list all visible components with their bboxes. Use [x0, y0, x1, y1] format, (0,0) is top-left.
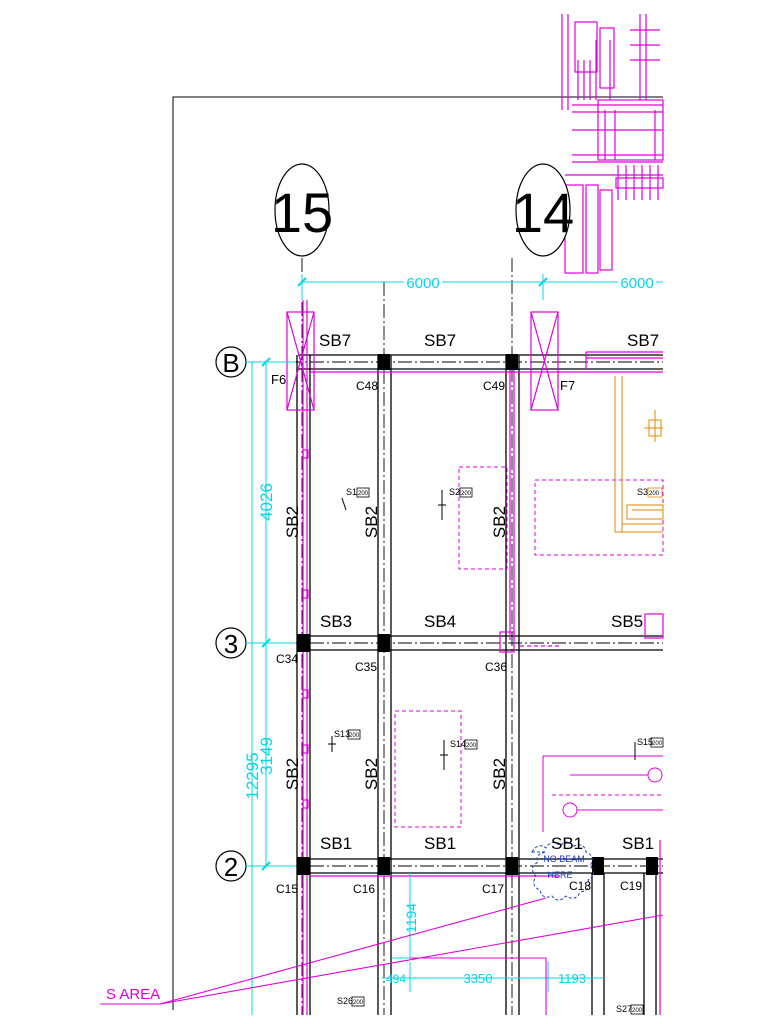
- dim-6000-b: 6000: [620, 275, 653, 292]
- dimension-ticks: [261, 277, 548, 871]
- grid-label-b: B: [222, 348, 239, 378]
- revision-cloud: [531, 841, 594, 901]
- slab-marks: S1 200 S2 200 S3 200 S13 200 S14 200 S15…: [328, 487, 664, 1015]
- grid-label-14: 14: [512, 181, 574, 244]
- col-c15: C15: [276, 882, 298, 896]
- beam-sb2-v1-top: SB2: [283, 506, 302, 538]
- col-c17: C17: [482, 882, 504, 896]
- slab-s27: S27: [616, 1004, 632, 1014]
- column-labels: C48 C49 C34 C35 C36 C15 C16 C17 C18 C19: [276, 379, 642, 896]
- slab-s1-thk: 200: [358, 491, 369, 497]
- col-c18: C18: [569, 879, 591, 893]
- slab-s2-thk: 200: [461, 491, 472, 497]
- slab-s13-thk: 200: [349, 733, 360, 739]
- dim-494: 494: [386, 972, 406, 986]
- slab-s26-thk: 200: [353, 1000, 364, 1006]
- beam-sb7-b: SB7: [424, 331, 456, 350]
- beam-sb3: SB3: [320, 612, 352, 631]
- area-label: S AREA: [106, 986, 160, 1003]
- detail-markers: [542, 755, 663, 832]
- dim-1194: 1194: [403, 903, 419, 933]
- dimension-lines: [246, 274, 663, 1015]
- grid-label-15: 15: [271, 181, 333, 244]
- slab-s3: S3: [637, 487, 648, 497]
- footing-f6: F6: [271, 372, 286, 387]
- dim-12295: 12295: [243, 752, 262, 799]
- cloud-text-1: NO BEAM: [543, 854, 585, 864]
- dim-6000-a: 6000: [406, 275, 439, 292]
- col-c34: C34: [276, 652, 298, 666]
- beam-sb7-c: SB7: [627, 331, 659, 350]
- slab-s13: S13: [334, 729, 350, 739]
- col-c49: C49: [483, 379, 505, 393]
- beam-sb2-v2-bot: SB2: [362, 758, 381, 790]
- dim-3350: 3350: [464, 971, 493, 986]
- area-leader: [100, 897, 664, 1015]
- col-c35: C35: [355, 660, 377, 674]
- beam-sb2-v2-top: SB2: [362, 506, 381, 538]
- slab-s27-thk: 200: [632, 1008, 643, 1014]
- beam-sb1-a: SB1: [320, 834, 352, 853]
- beam-sb7-a: SB7: [319, 331, 351, 350]
- beam-sb4: SB4: [424, 612, 456, 631]
- orange-equipment: [614, 376, 664, 533]
- dim-1193: 1193: [558, 971, 586, 986]
- magenta-overlay: [302, 300, 664, 1015]
- grid-label-3: 3: [224, 629, 238, 659]
- beam-sb1-b: SB1: [424, 834, 456, 853]
- slab-s14-thk: 200: [466, 743, 477, 749]
- beam-sb1-c: SB1: [551, 834, 583, 853]
- slab-openings: [394, 466, 664, 828]
- beam-sb5: SB5: [611, 612, 643, 631]
- footings: [286, 311, 559, 411]
- dimension-labels: 6000 6000 4026 3149 12295 1194 494 3350 …: [243, 274, 656, 986]
- sheet-border: [172, 96, 663, 1010]
- col-c16: C16: [353, 882, 375, 896]
- slab-s1: S1: [346, 487, 357, 497]
- col-c19: C19: [620, 879, 642, 893]
- beam-sb2-v1-bot: SB2: [283, 758, 302, 790]
- slab-s14: S14: [450, 739, 466, 749]
- equipment-detail: [561, 14, 664, 274]
- col-c48: C48: [356, 379, 378, 393]
- col-c36: C36: [485, 660, 507, 674]
- slab-s15: S15: [637, 737, 653, 747]
- slab-s15-thk: 200: [652, 741, 663, 747]
- beam-sb2-v3-top: SB2: [490, 506, 509, 538]
- grid-label-2: 2: [224, 852, 238, 882]
- slab-s2: S2: [449, 487, 460, 497]
- dim-4026: 4026: [257, 483, 276, 521]
- columns: [297, 354, 658, 875]
- beam-sb1-d: SB1: [622, 834, 654, 853]
- dim-3149: 3149: [257, 737, 276, 775]
- beam-sb2-v3-bot: SB2: [490, 758, 509, 790]
- footing-f7: F7: [560, 378, 575, 393]
- slab-s26: S26: [337, 996, 353, 1006]
- cloud-text-2: HERE: [547, 870, 572, 880]
- beam-labels: SB7 SB7 SB7 SB3 SB4 SB5 SB1 SB1 SB1 SB1 …: [283, 331, 659, 853]
- slab-s3-thk: 200: [649, 491, 660, 497]
